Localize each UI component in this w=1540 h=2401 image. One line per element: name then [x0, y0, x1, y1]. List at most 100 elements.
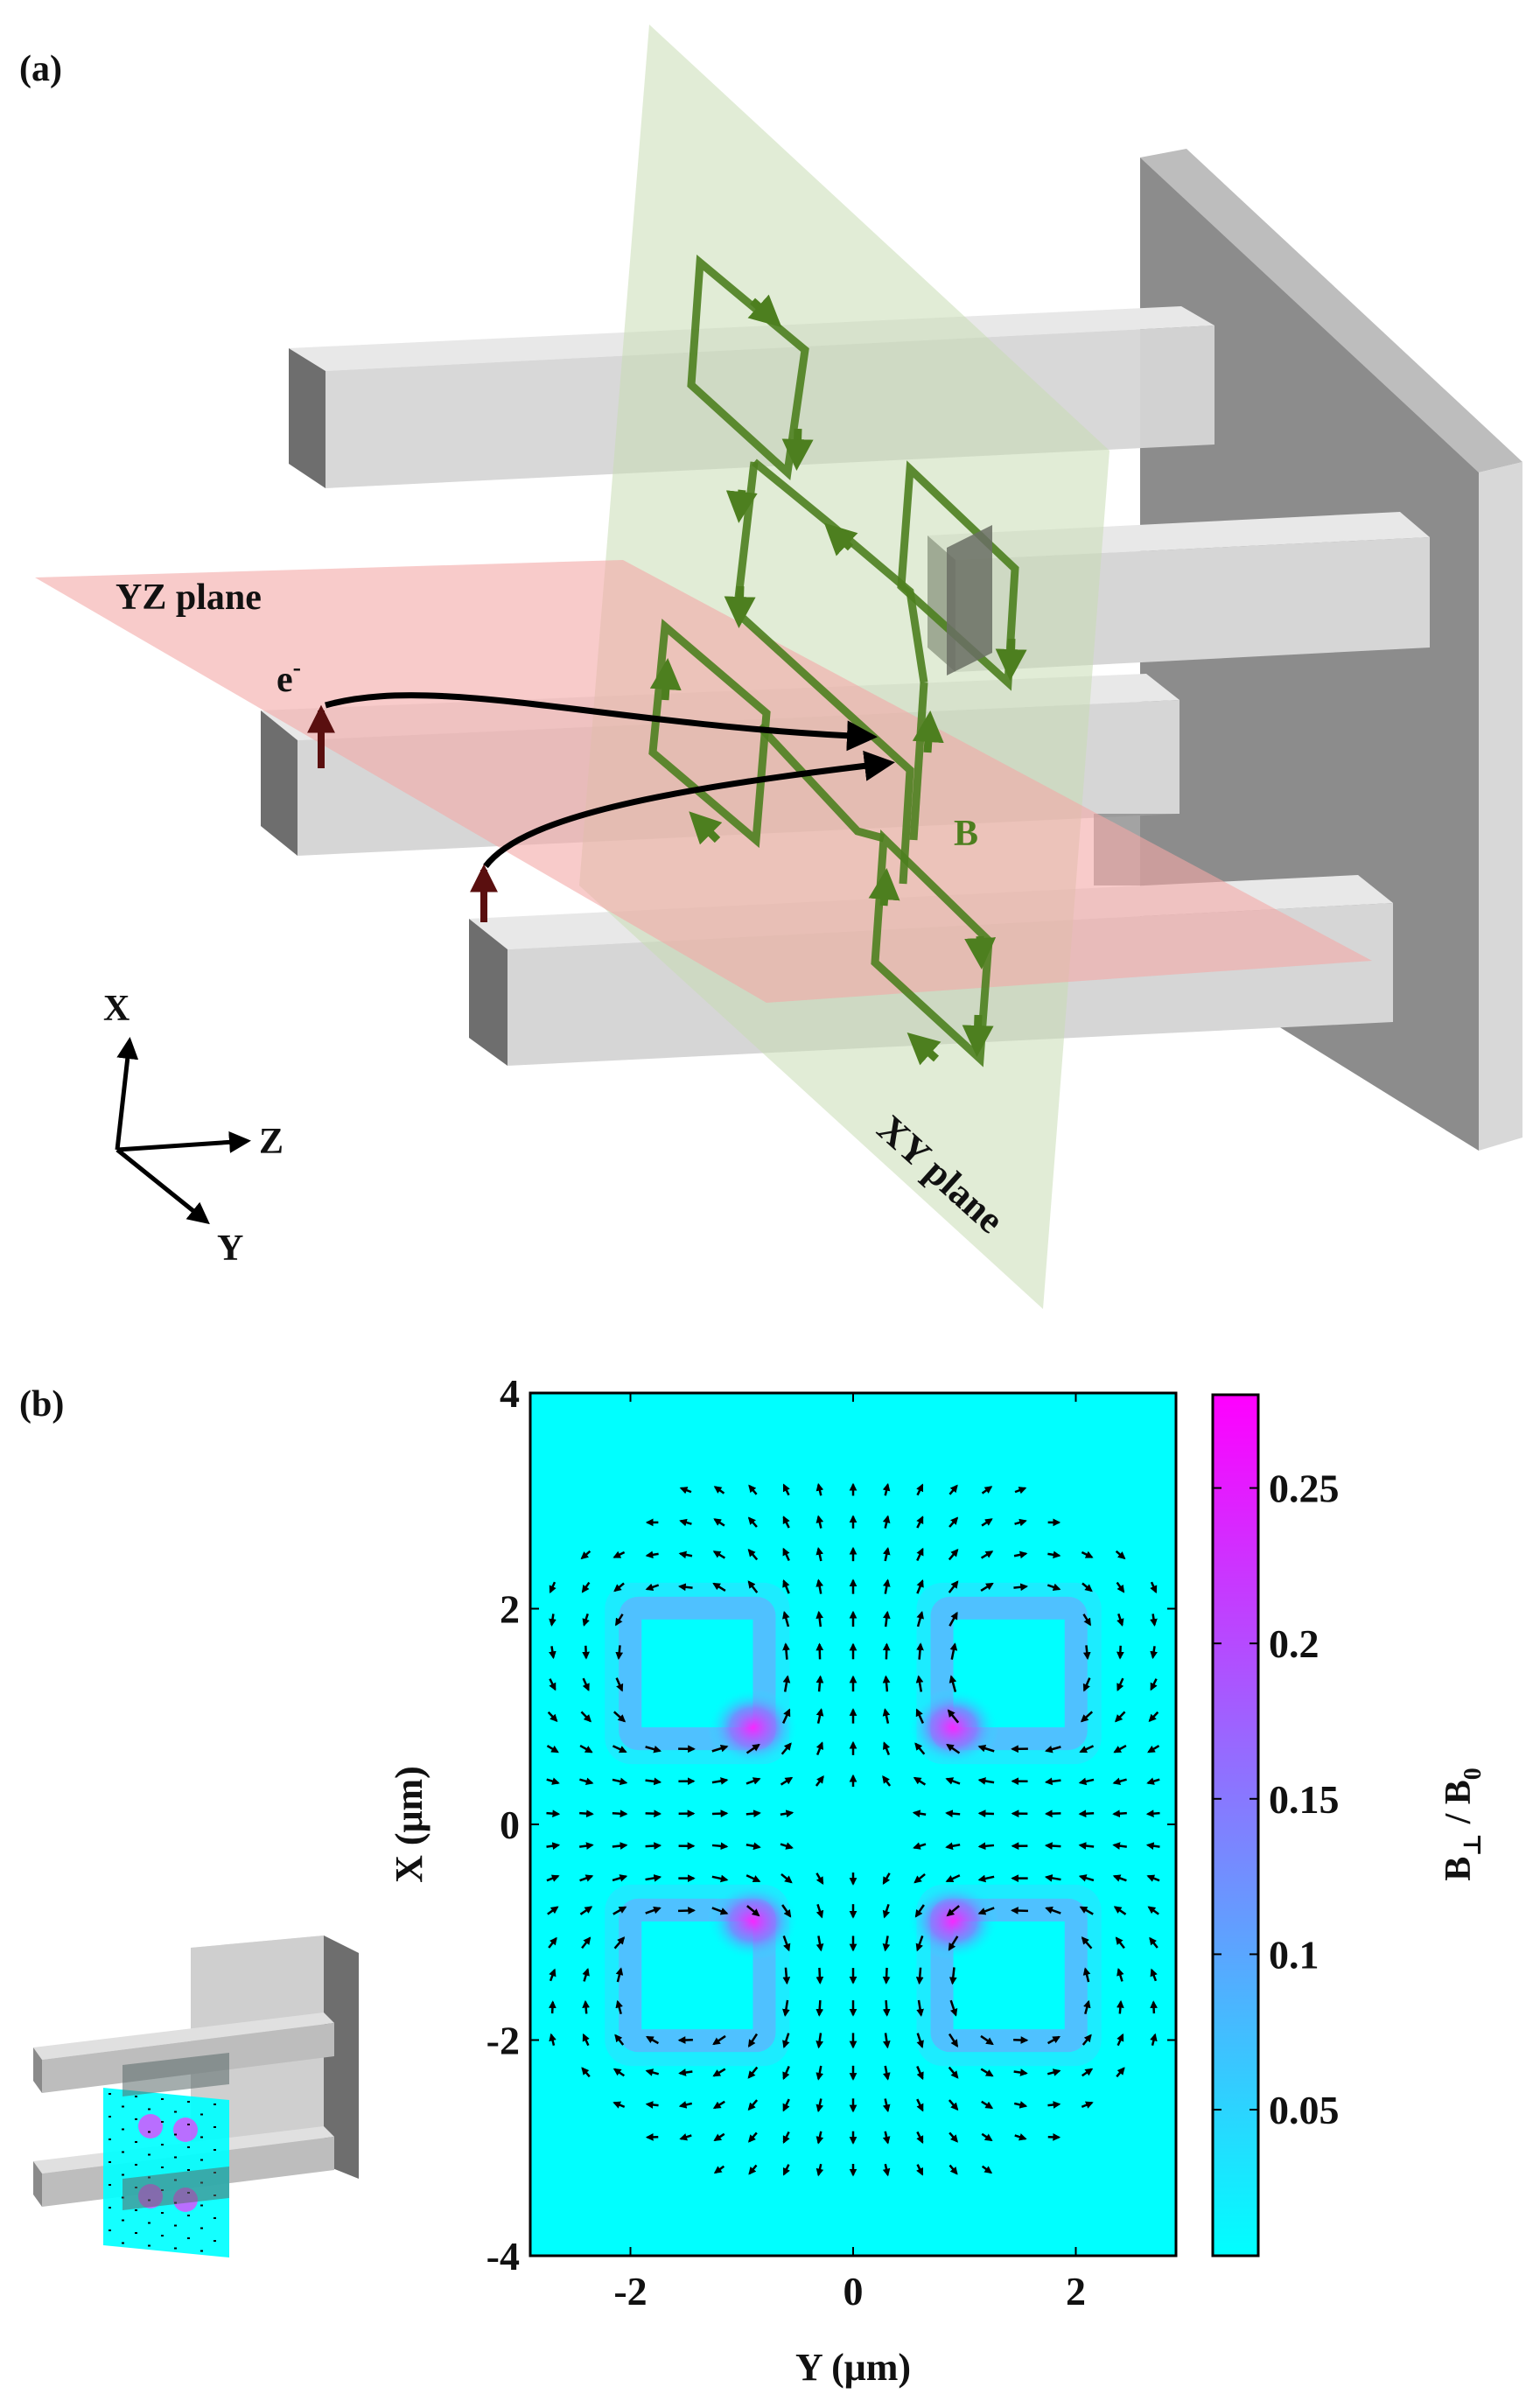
field-vector — [948, 1675, 957, 1692]
field-vector — [782, 2131, 790, 2144]
field-vector — [1116, 2033, 1124, 2047]
field-vector — [712, 2068, 726, 2077]
field-vector — [1082, 1582, 1093, 1592]
field-vector — [882, 1515, 891, 1529]
field-vector — [713, 1518, 725, 1527]
hotspot-2 — [907, 1689, 999, 1767]
mini-vector — [187, 2215, 190, 2216]
field-vector — [782, 1516, 790, 1529]
mini-vector — [135, 2141, 137, 2143]
mini-vector — [135, 2164, 137, 2166]
field-vector — [816, 1547, 824, 1562]
field-vector — [581, 2067, 591, 2078]
field-vector — [747, 1580, 759, 1593]
field-vector — [948, 1580, 959, 1593]
mini-vector — [161, 2144, 164, 2146]
mini-vector — [135, 2232, 137, 2234]
field-vector — [882, 1904, 891, 1919]
field-vector — [816, 1936, 824, 1952]
field-vector — [1081, 1936, 1093, 1950]
field-vector — [1014, 2133, 1027, 2141]
field-vector — [981, 2100, 994, 2110]
colorbar-gradient — [1211, 1393, 1260, 2258]
x-tick-label: 2 — [1066, 2269, 1086, 2314]
mini-vector — [187, 2101, 190, 2103]
field-vector — [645, 1550, 659, 1559]
field-vector — [816, 1642, 824, 1660]
field-vector — [1147, 1745, 1160, 1754]
field-vector — [1150, 1678, 1158, 1691]
field-vector — [612, 1842, 628, 1850]
field-vector — [612, 1906, 627, 1915]
field-vector — [948, 1484, 958, 1495]
field-vector — [1112, 1777, 1127, 1786]
field-vector — [747, 2066, 759, 2079]
field-vector — [615, 1677, 624, 1692]
field-vector — [945, 1810, 961, 1817]
field-vector — [612, 2068, 626, 2077]
field-vector — [579, 1906, 593, 1915]
y-tick-label: -4 — [486, 2234, 520, 2278]
field-vector — [711, 1777, 729, 1785]
field-vector — [582, 1677, 590, 1691]
field-vector — [1014, 1518, 1027, 1527]
field-vector — [1080, 1711, 1094, 1723]
field-vector — [1112, 1842, 1127, 1850]
field-vector — [1046, 1583, 1061, 1592]
field-vector — [1079, 1745, 1095, 1754]
field-vector — [614, 1614, 624, 1627]
field-vector — [712, 1550, 726, 1559]
field-vector — [782, 1611, 790, 1628]
field-vector — [816, 1872, 824, 1886]
field-vector — [782, 1547, 790, 1562]
field-vector — [946, 1743, 961, 1754]
field-vector — [1116, 2067, 1125, 2078]
mini-vector — [122, 2128, 124, 2131]
field-vector — [1046, 2035, 1060, 2045]
field-vector — [782, 2164, 790, 2176]
field-vector — [678, 1907, 696, 1914]
field-vector — [780, 1842, 794, 1850]
field-vector — [914, 1872, 926, 1884]
field-vector — [546, 1810, 561, 1818]
field-vector — [782, 1578, 790, 1594]
hotspot-1 — [707, 1689, 799, 1767]
field-vector — [1150, 1614, 1158, 1627]
field-vector — [916, 1578, 924, 1594]
y-axis-label: X (μm) — [388, 1766, 430, 1883]
field-vector — [916, 1547, 924, 1562]
field-vector — [916, 2098, 924, 2112]
field-vector — [1112, 1874, 1127, 1882]
mini-3d-inset — [33, 1936, 359, 2258]
field-vector — [1045, 1745, 1061, 1754]
field-vector — [612, 1777, 628, 1786]
field-vector — [882, 1967, 891, 1984]
mini-vector — [161, 2166, 164, 2168]
field-vector — [612, 1745, 627, 1754]
field-vector — [915, 1708, 925, 1724]
field-vector — [882, 1936, 891, 1952]
electron-trajectories — [325, 692, 895, 869]
field-vector — [679, 2133, 692, 2141]
field-vector — [1145, 1842, 1160, 1850]
field-vector — [645, 1583, 660, 1592]
field-vector — [977, 1842, 995, 1851]
mini-vector — [214, 2240, 216, 2242]
x-axis-label: Y (μm) — [795, 2346, 911, 2389]
panel-b: (b) — [19, 1371, 1487, 2389]
field-vector — [816, 1515, 824, 1529]
field-vector — [883, 2065, 891, 2081]
field-vector — [816, 1610, 824, 1628]
field-vector — [645, 1745, 662, 1754]
field-vector — [1116, 1645, 1124, 1660]
field-vector — [949, 1642, 958, 1660]
field-vector — [1081, 2101, 1094, 2109]
x-tick-label: -2 — [613, 2269, 647, 2314]
mini-vector — [174, 2156, 177, 2159]
field-vector — [882, 1999, 891, 2017]
colorbar-tick-label: 0.15 — [1269, 1777, 1340, 1822]
colorbar: 0.250.20.150.10.05 B⊥ / B0 — [1211, 1393, 1487, 2258]
field-vector — [882, 1775, 892, 1787]
field-vector — [782, 2065, 790, 2081]
field-vector — [882, 1708, 891, 1724]
